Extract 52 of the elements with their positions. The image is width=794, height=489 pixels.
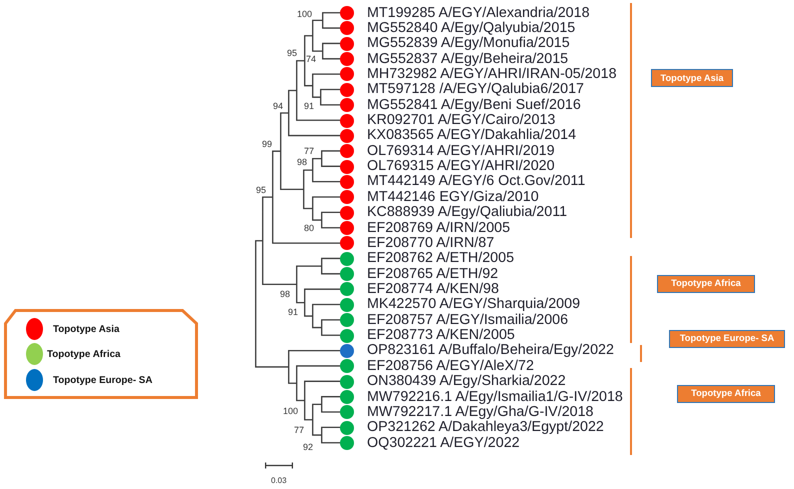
scale-label: 0.03 <box>271 476 287 484</box>
taxon-label: MG552839 A/Egy/Monufia/2015 <box>367 36 570 52</box>
taxon-label: EF208773 A/KEN/2005 <box>367 328 515 344</box>
taxon-label: OQ302221 A/EGY/2022 <box>367 436 520 451</box>
legend-label: Topotype Africa <box>47 349 120 361</box>
taxon-label: KR092701 A/EGY/Cairo/2013 <box>367 113 556 128</box>
taxon-label: MG552837 A/Egy/Beheira/2015 <box>367 52 568 67</box>
bootstrap-value: 74 <box>306 54 316 64</box>
taxon-label: EF208770 A/IRN/87 <box>367 236 494 251</box>
taxon-label: EF208765 A/ETH/92 <box>367 266 498 282</box>
bootstrap-value: 95 <box>256 185 266 195</box>
topotype-tag: Topotype Africa <box>677 385 775 402</box>
bootstrap-value: 100 <box>297 9 312 19</box>
taxon-label: KX083565 A/EGY/Dakahlia/2014 <box>367 128 576 144</box>
taxon-label: OL769315 A/EGY/AHRI/2020 <box>367 159 555 174</box>
taxon-label: EF208769 A/IRN/2005 <box>367 220 510 236</box>
topotype-tag: Topotype Asia <box>651 69 733 87</box>
bootstrap-value: 80 <box>304 223 314 233</box>
bootstrap-value: 77 <box>294 425 304 435</box>
taxon-label: EF208756 A/EGY/AleX/72 <box>367 358 534 374</box>
taxon-label: MW792216.1 A/Egy/Ismailia1/G-IV/2018 <box>367 390 623 404</box>
bootstrap-value: 95 <box>287 48 298 58</box>
taxon-label: OL769314 A/EGY/AHRI/2019 <box>367 144 555 159</box>
taxon-label: MG552841 A/Egy/Beni Suef/2016 <box>367 98 581 113</box>
bootstrap-value: 92 <box>303 442 314 452</box>
taxon-label: EF208762 A/ETH/2005 <box>367 251 514 266</box>
taxon-label: OP823161 A/Buffalo/Beheira/Egy/2022 <box>367 343 614 358</box>
taxon-label: EF208757 A/EGY/Ismailia/2006 <box>367 312 568 328</box>
taxon-label: MT597128 /A/EGY/Qalubia6/2017 <box>367 82 584 98</box>
topotype-tag: Topotype Europe- SA <box>669 330 785 348</box>
bootstrap-value: 91 <box>288 307 298 317</box>
bootstrap-value: 91 <box>304 101 314 111</box>
legend-label: Topotype Europe- SA <box>53 375 152 387</box>
taxon-label: MG552840 A/Egy/Qalyubia/2015 <box>367 20 576 36</box>
taxon-label: MH732982 A/EGY/AHRI/IRAN-05/2018 <box>367 66 617 82</box>
bootstrap-value: 98 <box>297 157 308 167</box>
taxon-label: OP321262 A/Dakahleya3/Egypt/2022 <box>367 420 604 436</box>
taxon-label: KC888939 A/Egy/Qaliubia/2011 <box>367 205 568 220</box>
bootstrap-value: 77 <box>304 146 314 156</box>
bootstrap-value: 100 <box>283 406 298 416</box>
legend-label: Topotype Asia <box>53 324 120 336</box>
taxon-label: ON380439 A/Egy/Sharkia/2022 <box>367 374 566 390</box>
taxon-label: MW792217.1 A/Egy/Gha/G-IV/2018 <box>367 404 594 420</box>
bootstrap-value: 99 <box>262 139 272 149</box>
taxon-label: MK422570 A/EGY/Sharquia/2009 <box>367 297 580 312</box>
bootstrap-value: 98 <box>280 289 290 299</box>
taxon-label: MT442146 EGY/Giza/2010 <box>367 190 539 205</box>
topotype-tag: Topotype Africa <box>657 275 755 292</box>
taxon-label: EF208774 A/KEN/98 <box>367 282 499 297</box>
bootstrap-value: 94 <box>273 101 284 111</box>
taxon-label: MT199285 A/EGY/Alexandria/2018 <box>367 6 590 20</box>
taxon-label: MT442149 A/EGY/6 Oct.Gov/2011 <box>367 174 586 190</box>
